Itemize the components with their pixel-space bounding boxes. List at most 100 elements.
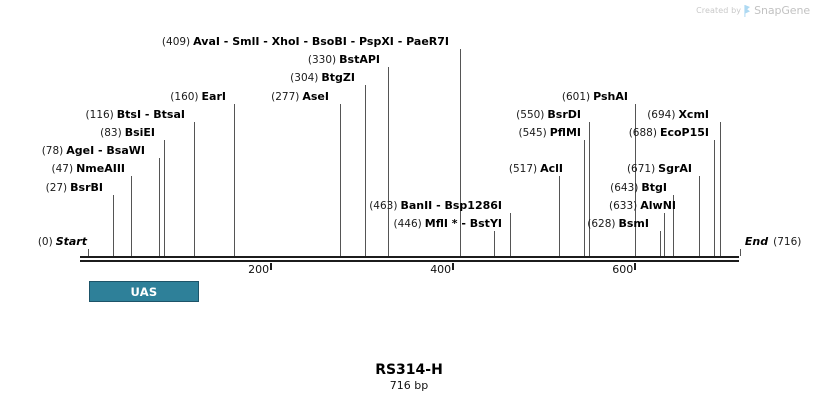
site-position: (409) (161, 36, 191, 48)
site-enzyme-names: BanII - Bsp1286I (400, 198, 502, 212)
site-leader-line (159, 158, 161, 256)
site-position: (78) (41, 145, 64, 158)
restriction-site-label[interactable]: (694)XcmI (647, 109, 709, 121)
restriction-site-label[interactable]: (688)EcoP15I (629, 127, 709, 139)
restriction-site-label[interactable]: (633)AlwNI (609, 200, 676, 212)
site-enzyme-names: Start (55, 235, 87, 249)
restriction-site-label[interactable]: (517)AclI (509, 163, 563, 175)
site-position: (463) (369, 199, 398, 212)
site-position: (116) (85, 108, 114, 121)
site-enzyme-names: EarI (201, 89, 226, 103)
restriction-site-label[interactable]: (277)AseI (271, 91, 329, 103)
site-position: (601) (561, 90, 591, 103)
page-title: RS314-H (375, 362, 443, 378)
terminal-label[interactable]: End (716) (745, 236, 801, 248)
site-position: (694) (647, 108, 676, 121)
site-leader-line (340, 103, 342, 256)
restriction-site-label[interactable]: (330)BstAPI (308, 54, 380, 66)
site-enzyme-names: BsmI (618, 217, 650, 230)
site-leader-line (163, 140, 165, 256)
watermark-created-by-label: Created by (696, 6, 742, 15)
restriction-site-label[interactable]: (116)BtsI - BtsaI (86, 109, 185, 121)
site-position: (277) (271, 90, 300, 103)
site-leader-line (509, 212, 511, 256)
site-position: (330) (307, 54, 337, 67)
site-leader-line (460, 49, 462, 256)
site-position: (633) (609, 199, 638, 212)
site-position: (716) (773, 236, 802, 249)
restriction-site-label[interactable]: (463)BanII - Bsp1286I (369, 200, 502, 212)
site-leader-line (364, 85, 366, 256)
site-enzyme-names: AgeI - BsaWI (66, 144, 145, 158)
restriction-site-label[interactable]: (601)PshAI (562, 91, 628, 103)
site-leader-line (233, 103, 235, 256)
restriction-site-label[interactable]: (160)EarI (170, 91, 226, 103)
restriction-site-label[interactable]: (643)BtgI (610, 182, 667, 194)
site-position: (160) (170, 90, 199, 103)
site-enzyme-names: End (744, 235, 769, 249)
site-enzyme-names: SgrAI (658, 162, 692, 176)
site-leader-line (673, 194, 675, 256)
site-enzyme-names: XcmI (678, 107, 709, 121)
site-enzyme-names: BtgZI (321, 71, 355, 85)
watermark-brand-label: SnapGene (754, 4, 810, 17)
site-enzyme-names: AseI (302, 89, 329, 103)
ruler-tick (452, 263, 455, 270)
restriction-site-label[interactable]: (628)BsmI (587, 218, 649, 230)
feature-label: UAS (130, 284, 158, 299)
site-position: (688) (628, 127, 657, 139)
site-leader-line (635, 103, 637, 256)
site-enzyme-names: BsrBI (70, 180, 103, 194)
feature-box-uas[interactable]: UAS (88, 281, 200, 302)
site-leader-line (130, 176, 132, 256)
site-leader-line (388, 67, 390, 256)
restriction-site-label[interactable]: (409)AvaI - SmlI - XhoI - BsoBI - PspXI … (162, 36, 449, 48)
site-position: (0) (37, 236, 53, 249)
site-enzyme-names: PflMI (549, 126, 581, 139)
site-enzyme-names: EcoP15I (659, 126, 709, 139)
site-enzyme-names: BtsI - BtsaI (116, 107, 185, 121)
terminal-label[interactable]: (0)Start (38, 236, 87, 248)
site-leader-line (739, 249, 741, 256)
site-leader-line (584, 140, 586, 256)
site-position: (517) (508, 163, 538, 176)
site-position: (545) (518, 127, 547, 139)
restriction-site-label[interactable]: (545)PflMI (519, 127, 582, 139)
map-length-subtitle: 716 bp (389, 379, 429, 392)
restriction-site-label[interactable]: (671)SgrAI (627, 163, 692, 175)
site-enzyme-names: AvaI - SmlI - XhoI - BsoBI - PspXI - Pae… (193, 35, 449, 48)
restriction-site-label[interactable]: (78)AgeI - BsaWI (42, 145, 145, 157)
site-enzyme-names: AlwNI (640, 198, 676, 212)
restriction-site-label[interactable]: (83)BsiEI (100, 127, 155, 139)
site-enzyme-names: BsrDI (547, 107, 581, 121)
restriction-site-label[interactable]: (47)NmeAIII (52, 163, 125, 175)
site-enzyme-names: BtgI (641, 180, 667, 194)
site-leader-line (714, 140, 716, 256)
snapgene-flag-icon (744, 4, 751, 17)
site-position: (550) (516, 108, 545, 121)
site-leader-line (193, 121, 195, 256)
site-leader-line (719, 121, 721, 256)
site-leader-line (659, 231, 661, 256)
site-leader-line (698, 176, 700, 256)
ruler-tick-label: 400 (430, 263, 452, 276)
site-enzyme-names: BsiEI (124, 126, 155, 139)
restriction-site-label[interactable]: (446)MflI * - BstYI (394, 218, 502, 230)
site-enzyme-names: BstAPI (339, 53, 380, 67)
ruler-tick-label: 600 (612, 263, 634, 276)
ruler-tick (634, 263, 637, 270)
site-leader-line (494, 231, 496, 256)
site-enzyme-names: NmeAIII (76, 162, 125, 176)
sequence-backbone-gap (80, 258, 739, 260)
site-enzyme-names: MflI * - BstYI (424, 217, 502, 230)
site-leader-line (558, 176, 560, 256)
site-position: (446) (393, 218, 422, 230)
restriction-site-label[interactable]: (27)BsrBI (46, 182, 103, 194)
site-leader-line (588, 121, 590, 256)
ruler-tick (270, 263, 273, 270)
snapgene-watermark: Created by SnapGene (696, 4, 810, 17)
restriction-site-label[interactable]: (304)BtgZI (290, 72, 355, 84)
site-position: (628) (587, 218, 616, 230)
restriction-site-label[interactable]: (550)BsrDI (516, 109, 581, 121)
